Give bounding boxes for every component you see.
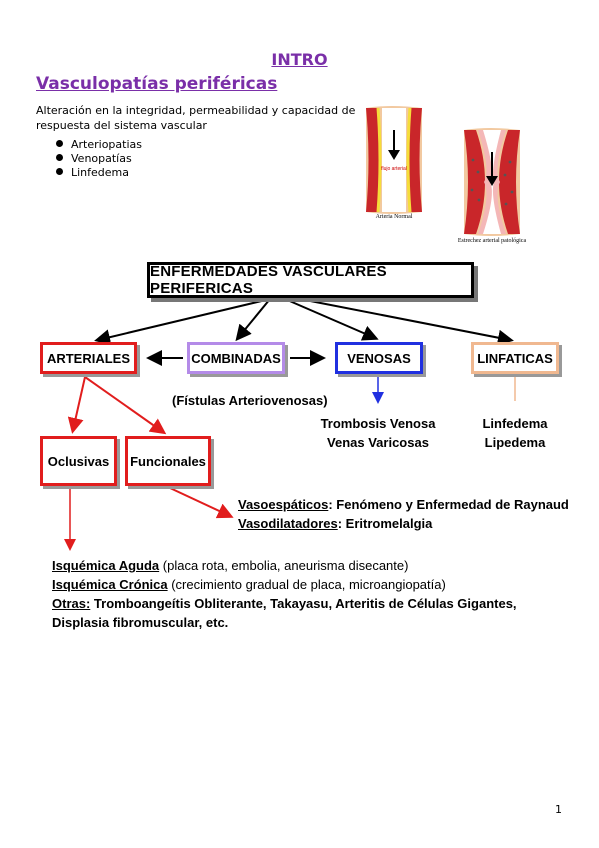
bullet-item: Arteriopatias xyxy=(56,138,142,151)
venosas-item: Venas Varicosas xyxy=(327,435,429,450)
normal-artery-drawing xyxy=(366,106,422,214)
narrowed-artery-caption: Estrechez arterial patológica xyxy=(458,238,527,244)
artery-illustration: flujo arterial Arteria Normal Estrechez … xyxy=(366,106,527,244)
linfaticas-box: LINFATICAS xyxy=(471,342,559,374)
description: Alteración en la integridad, permeabilid… xyxy=(36,104,356,132)
page-heading: Vasculopatías periféricas xyxy=(36,74,278,94)
fistulas-label: (Fístulas Arteriovenosas) xyxy=(172,393,328,408)
arrow-to-arteriales xyxy=(94,298,271,345)
linfaticas-list: Linfedema Lipedema xyxy=(470,414,560,452)
venosas-list: Trombosis Venosa Venas Varicosas xyxy=(318,414,438,452)
vasodilatadores-line: Vasodilatadores: Eritromelalgia xyxy=(238,516,433,531)
venosas-box: VENOSAS xyxy=(335,342,423,374)
arrow-to-linfaticas xyxy=(299,298,514,346)
arteriales-box: ARTERIALES xyxy=(40,342,137,374)
flow-label: flujo arterial xyxy=(381,166,407,172)
diagram-title: ENFERMEDADES VASCULARES PERIFERICAS xyxy=(147,262,474,298)
funcionales-box: Funcionales xyxy=(125,436,211,486)
linfaticas-item: Linfedema xyxy=(482,416,548,431)
page-number: 1 xyxy=(555,803,562,816)
isquemica-cronica-line: Isquémica Crónica (crecimiento gradual d… xyxy=(52,577,446,592)
combinadas-box: COMBINADAS xyxy=(187,342,285,374)
intro-title: INTRO xyxy=(271,50,328,69)
arrow-to-oclusivas xyxy=(67,376,86,434)
isquemica-aguda-line: Isquémica Aguda (placa rota, embolia, an… xyxy=(52,558,409,573)
otras-line: Otras: Tromboangeítis Obliterante, Takay… xyxy=(52,596,517,630)
oclusivas-details: Isquémica Aguda (placa rota, embolia, an… xyxy=(52,556,552,632)
normal-artery-caption: Arteria Normal xyxy=(376,214,413,220)
oclusivas-box: Oclusivas xyxy=(40,436,117,486)
arrow-to-venosas xyxy=(284,298,379,341)
arrow-to-funcionales xyxy=(84,376,167,435)
venosas-item: Trombosis Venosa xyxy=(320,416,436,431)
linfaticas-item: Lipedema xyxy=(484,435,546,450)
vasoespasticos-line: Vasoespáticos: Fenómeno y Enfermedad de … xyxy=(238,497,569,512)
bullet-item: Venopatías xyxy=(56,152,132,165)
arrow-to-combinadas xyxy=(235,298,271,342)
arrow-to-vasoespasticos xyxy=(169,487,234,519)
narrowed-artery-drawing xyxy=(464,128,520,236)
bullet-item: Linfedema xyxy=(56,166,129,179)
